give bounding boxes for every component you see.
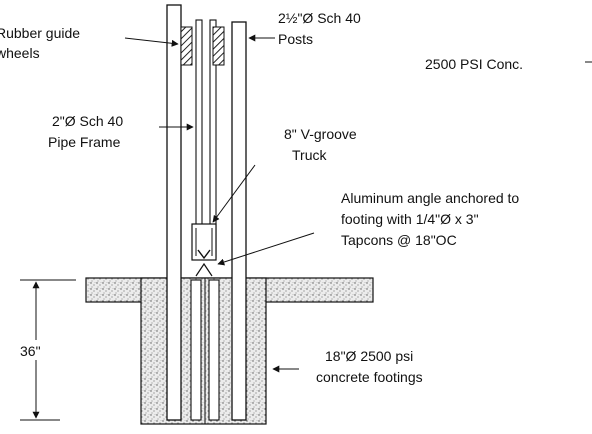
leader-rubber-guide — [124, 37, 179, 47]
aluminum-angle — [195, 262, 213, 277]
pipe-frame-left-rail — [195, 19, 203, 259]
label-angle-3: Tapcons @ 18"OC — [341, 232, 457, 248]
label-depth: 36" — [20, 343, 41, 359]
label-posts-1: 2½"Ø Sch 40 — [278, 10, 361, 26]
label-pipe-frame-2: Pipe Frame — [48, 134, 121, 150]
left-post — [166, 4, 182, 421]
v-groove-wheel-icon — [197, 249, 211, 260]
label-footing-2: concrete footings — [316, 369, 423, 385]
label-truck-2: Truck — [292, 147, 327, 163]
concrete-footing — [140, 277, 267, 425]
leader-truck — [212, 164, 256, 223]
leader-angle — [217, 232, 315, 266]
label-angle-1: Aluminum angle anchored to — [341, 190, 519, 206]
label-truck-1: 8" V-groove — [284, 126, 357, 142]
label-rubber-guide-2: wheels — [0, 45, 40, 61]
label-pipe-frame-1: 2"Ø Sch 40 — [52, 113, 123, 129]
center-post-left — [190, 279, 202, 421]
label-rubber-guide-1: Rubber guide — [0, 25, 80, 41]
right-post — [231, 21, 247, 421]
label-posts-2: Posts — [278, 31, 313, 47]
label-conc-psi: 2500 PSI Conc. — [425, 56, 523, 72]
label-footing-1: 18"Ø 2500 psi — [325, 348, 413, 364]
rubber-guide-wheel-right — [212, 26, 225, 66]
center-post-right — [208, 279, 220, 421]
rubber-guide-wheel-left — [180, 26, 193, 66]
label-angle-2: footing with 1/4"Ø x 3" — [341, 211, 479, 227]
